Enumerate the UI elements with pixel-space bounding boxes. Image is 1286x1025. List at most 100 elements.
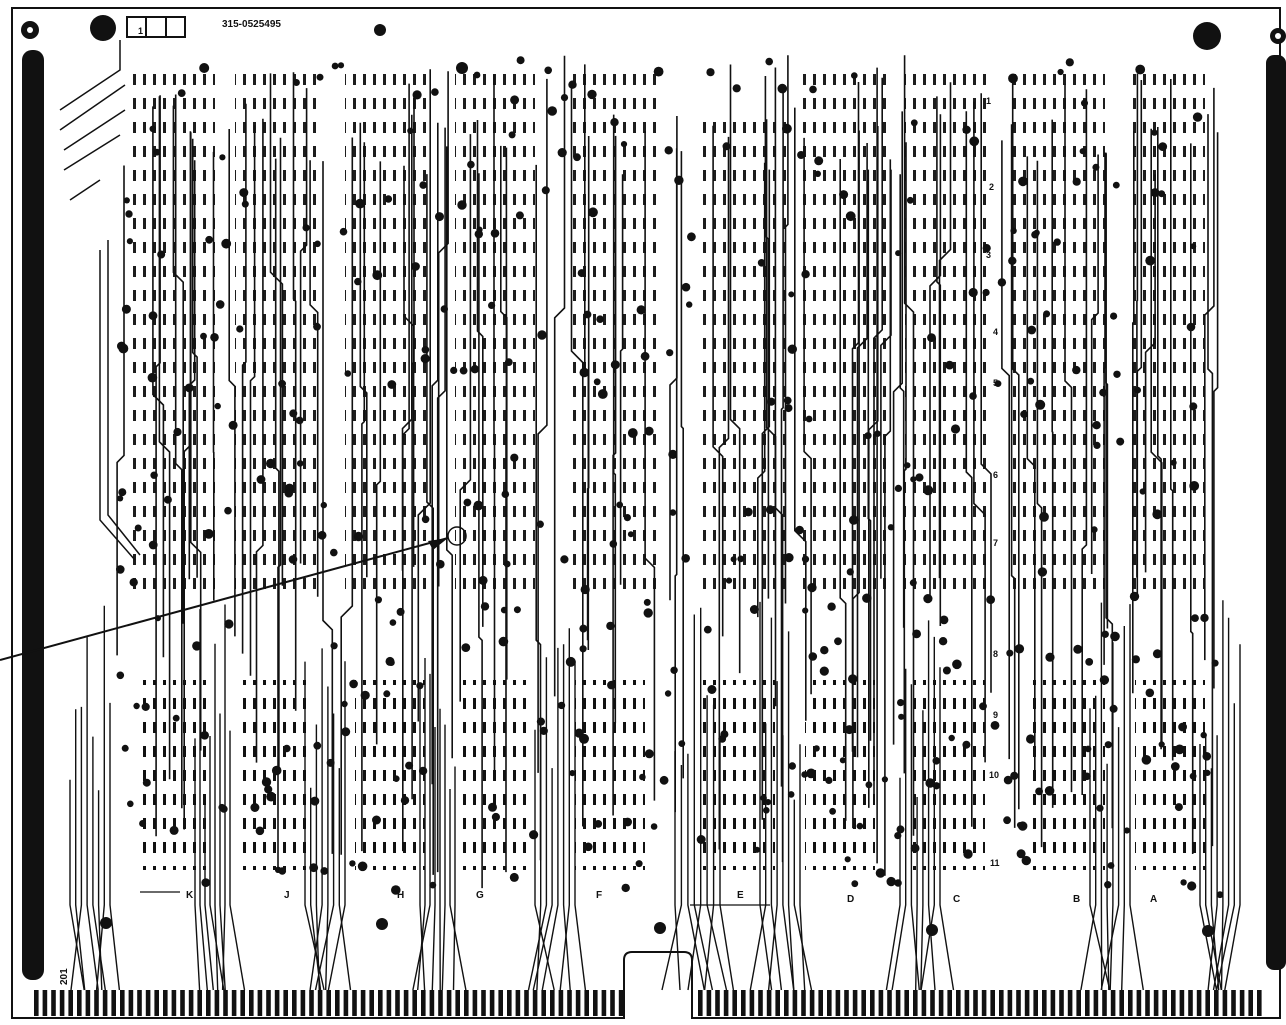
connector-finger xyxy=(472,990,478,1016)
connector-finger xyxy=(835,990,841,1016)
connector-finger xyxy=(904,990,909,1016)
connector-finger xyxy=(326,990,331,1016)
connector-finger xyxy=(870,990,875,1016)
row-label-3: 3 xyxy=(986,250,991,260)
connector-finger xyxy=(188,990,194,1016)
connector-finger xyxy=(532,990,538,1016)
connector-finger xyxy=(1214,990,1219,1016)
left-diagonal-traces xyxy=(59,40,141,561)
row-label-4: 4 xyxy=(993,327,998,337)
connector-finger xyxy=(94,990,99,1016)
connector-finger xyxy=(317,990,323,1016)
pad-field-lower xyxy=(140,680,1205,870)
connector-finger xyxy=(489,990,495,1016)
connector-finger xyxy=(801,990,806,1016)
column-label-h: H xyxy=(397,890,404,901)
mounting-hole xyxy=(90,15,116,41)
connector-finger xyxy=(515,990,521,1016)
connector-finger xyxy=(171,990,177,1016)
connector-finger xyxy=(938,990,944,1016)
connector-finger xyxy=(1085,990,1090,1016)
connector-finger xyxy=(1067,990,1073,1016)
connector-finger xyxy=(1119,990,1124,1016)
column-label-d: D xyxy=(847,894,854,905)
row-label-1: 1 xyxy=(986,96,991,106)
connector-finger xyxy=(550,990,555,1016)
connector-finger xyxy=(59,990,65,1016)
part-number: 315-0525495 xyxy=(222,19,281,30)
connector-finger xyxy=(206,990,211,1016)
connector-finger xyxy=(77,990,82,1016)
connector-finger xyxy=(575,990,581,1016)
connector-finger xyxy=(120,990,125,1016)
column-label-e: E xyxy=(737,890,744,901)
connector-finger xyxy=(455,990,460,1016)
connector-finger xyxy=(360,990,366,1016)
connector-finger xyxy=(300,990,306,1016)
connector-finger xyxy=(507,990,512,1016)
connector-finger xyxy=(1196,990,1202,1016)
vertical-traces xyxy=(116,55,1219,889)
connector-finger xyxy=(1033,990,1038,1016)
connector-finger xyxy=(266,990,271,1016)
connector-finger xyxy=(34,990,39,1016)
connector-finger xyxy=(231,990,237,1016)
connector-finger xyxy=(145,990,151,1016)
connector-finger xyxy=(1110,990,1116,1016)
connector-finger xyxy=(818,990,823,1016)
connector-finger xyxy=(1059,990,1064,1016)
connector-finger xyxy=(197,990,202,1016)
row-labels: 1 2 3 4 5 6 7 8 9 10 11 xyxy=(986,96,1000,868)
connector-finger xyxy=(395,990,400,1016)
connector-finger xyxy=(378,990,383,1016)
connector-finger xyxy=(429,990,435,1016)
connector-finger xyxy=(610,990,615,1016)
connector-finger xyxy=(947,990,952,1016)
connector-finger xyxy=(1162,990,1167,1016)
connector-finger xyxy=(1145,990,1150,1016)
connector-finger xyxy=(1136,990,1142,1016)
connector-finger xyxy=(498,990,503,1016)
connector-finger xyxy=(567,990,572,1016)
row-label-5: 5 xyxy=(993,378,998,388)
connector-finger xyxy=(68,990,73,1016)
connector-finger xyxy=(1024,990,1030,1016)
connector-finger xyxy=(163,990,168,1016)
column-labels: K J H G F E D C B A xyxy=(186,890,1157,905)
connector-finger xyxy=(964,990,970,1016)
column-label-f: F xyxy=(596,890,602,901)
connector-finger xyxy=(438,990,443,1016)
connector-finger xyxy=(1050,990,1056,1016)
connector-finger xyxy=(930,990,935,1016)
connector-finger xyxy=(1042,990,1047,1016)
connector-finger xyxy=(878,990,884,1016)
connector-finger xyxy=(214,990,220,1016)
column-label-g: G xyxy=(476,890,484,901)
connector-finger xyxy=(292,990,297,1016)
connector-finger xyxy=(257,990,263,1016)
connector-finger xyxy=(283,990,288,1016)
connector-finger xyxy=(999,990,1004,1016)
row-label-11: 11 xyxy=(990,858,1000,868)
connector-finger xyxy=(1205,990,1210,1016)
connector-finger xyxy=(792,990,798,1016)
connector-finger xyxy=(335,990,340,1016)
row-label-6: 6 xyxy=(993,470,998,480)
connector-finger xyxy=(775,990,780,1016)
connector-finger xyxy=(1239,990,1245,1016)
connector-finger xyxy=(1179,990,1185,1016)
connector-finger xyxy=(1188,990,1193,1016)
connector-finger xyxy=(1093,990,1099,1016)
connector-finger xyxy=(85,990,91,1016)
connector-finger xyxy=(524,990,529,1016)
connector-finger xyxy=(887,990,892,1016)
connector-finger xyxy=(249,990,254,1016)
left-edge-bar xyxy=(22,50,44,980)
connector-finger xyxy=(42,990,48,1016)
corner-label: 201 xyxy=(59,968,70,985)
connector-finger xyxy=(1102,990,1107,1016)
column-label-c: C xyxy=(953,894,960,905)
right-edge-bar xyxy=(1266,55,1286,970)
connector-finger xyxy=(990,990,995,1016)
connector-finger xyxy=(852,990,858,1016)
